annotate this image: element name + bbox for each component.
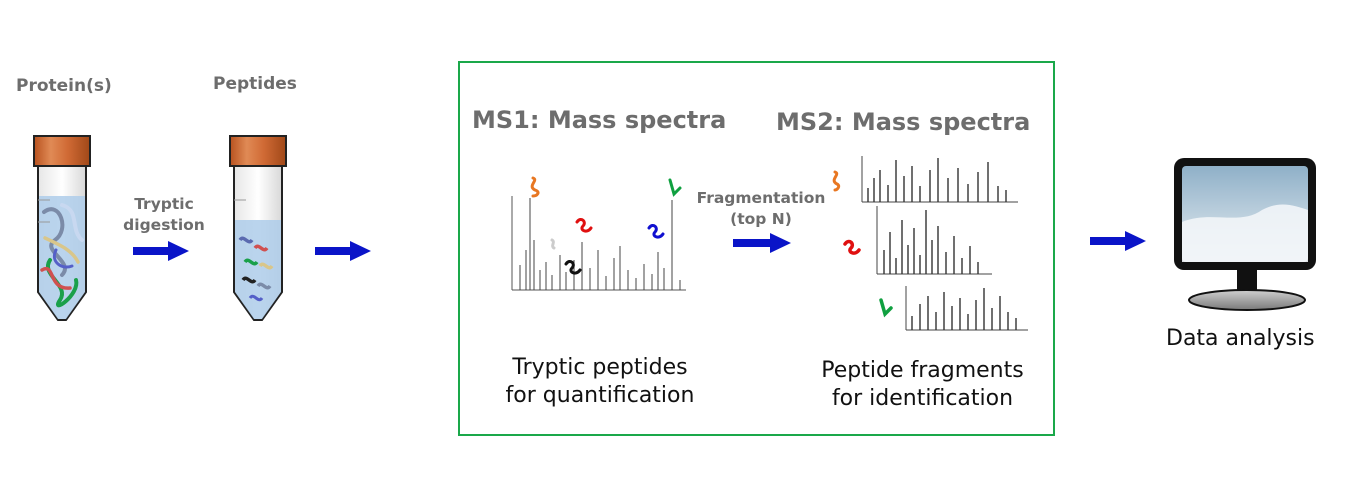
digestion-label-line1: Tryptic [134, 195, 194, 213]
ms2-caption: Peptide fragments for identification [800, 357, 1045, 413]
fragmentation-label: Fragmentation (top N) [688, 188, 834, 230]
fragmentation-label-line1: Fragmentation [696, 189, 826, 207]
ms2-caption-line1: Peptide fragments [821, 358, 1024, 383]
ms2-spectrum-plot-2 [843, 206, 992, 275]
ms2-spectrum-plot-1 [832, 156, 1018, 203]
arrow-icon-1 [133, 241, 189, 261]
digestion-label-line2: digestion [123, 216, 205, 234]
ms1-caption-line2: for quantification [505, 383, 695, 408]
protein-tube-icon [33, 135, 91, 321]
arrow-icon-4 [1090, 231, 1146, 251]
ms1-title: MS1: Mass spectra [472, 106, 727, 134]
ms2-caption-line2: for identification [831, 386, 1014, 411]
data-analysis-label: Data analysis [1166, 326, 1315, 351]
arrow-icon-3 [733, 233, 791, 253]
peptide-tube-icon [229, 135, 287, 321]
ms2-spectrum-plot-3 [879, 286, 1028, 331]
fragmentation-label-line2: (top N) [730, 210, 792, 228]
ms1-spectrum-plot [511, 176, 686, 291]
ms1-caption: Tryptic peptides for quantification [480, 354, 720, 410]
peptides-label: Peptides [213, 74, 297, 94]
ms2-title: MS2: Mass spectra [776, 108, 1031, 136]
digestion-label: Tryptic digestion [112, 194, 216, 236]
ms-analysis-box [458, 61, 1055, 436]
arrow-icon-2 [315, 241, 371, 261]
monitor-icon [1174, 158, 1316, 311]
ms1-caption-line1: Tryptic peptides [512, 355, 688, 380]
proteins-label: Protein(s) [16, 76, 112, 96]
